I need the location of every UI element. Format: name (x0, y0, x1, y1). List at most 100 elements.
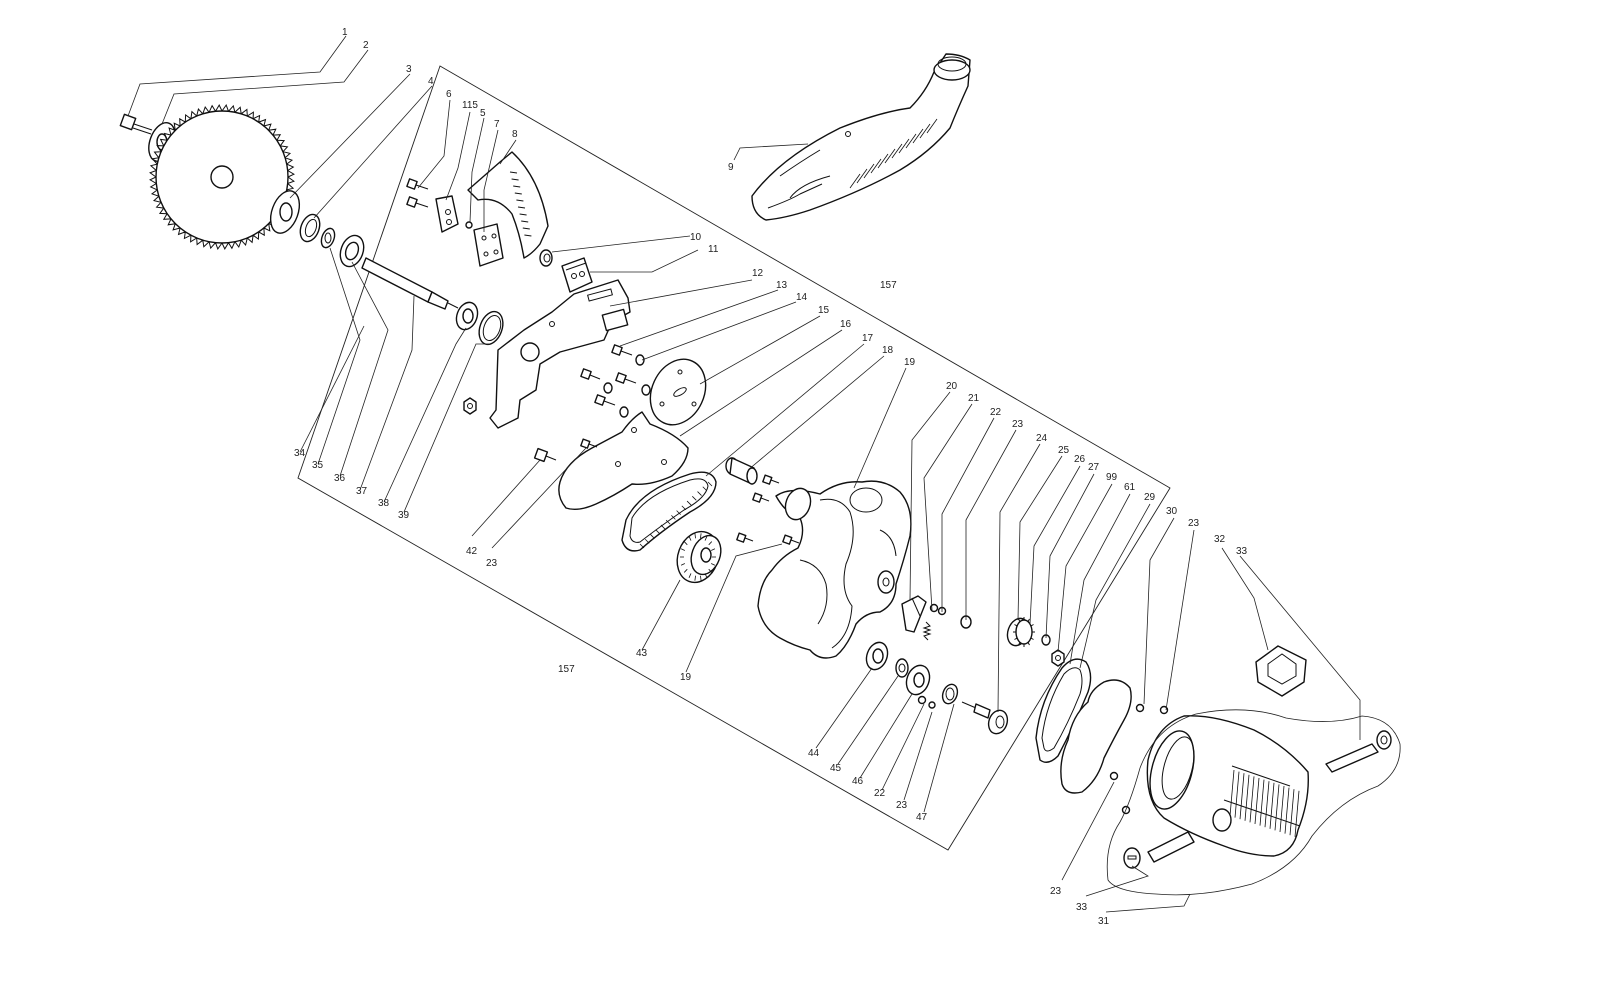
part-45-washer (895, 658, 909, 678)
part-99-nut (1051, 649, 1065, 667)
label-157-bottom: 157 (558, 664, 575, 675)
part-31-motor (1146, 715, 1309, 857)
label-23-right: 23 (1188, 518, 1200, 529)
label-43: 43 (636, 648, 648, 659)
part-14-round-plate (649, 358, 707, 426)
saw-blade (149, 104, 295, 250)
label-23-motor: 23 (1050, 886, 1062, 897)
label-37: 37 (356, 486, 368, 497)
part-9-blade-guard (751, 53, 971, 221)
part-7-plate (473, 223, 504, 267)
part-11-block (561, 257, 593, 293)
part-38-bearing (455, 301, 479, 331)
part-4-snap-ring (299, 213, 321, 243)
part-1-bolt (119, 113, 153, 135)
label-15: 15 (818, 305, 830, 316)
label-99: 99 (1106, 472, 1118, 483)
label-36: 36 (334, 473, 346, 484)
label-25: 25 (1058, 445, 1070, 456)
label-30: 30 (1166, 506, 1178, 517)
label-24: 24 (1036, 433, 1048, 444)
part-30-gasket (1060, 679, 1132, 794)
label-2: 2 (363, 40, 369, 51)
label-13: 13 (776, 280, 788, 291)
part-23-screw-a (580, 438, 598, 449)
part-labels: 1 2 3 4 6 115 5 7 8 9 10 11 12 13 14 15 … (294, 27, 1248, 927)
part-32-brush-cap (1255, 645, 1307, 697)
label-6: 6 (446, 89, 452, 100)
part-21-fitting (929, 603, 947, 616)
part-43-pulley (676, 530, 722, 584)
label-19-bottom: 19 (680, 672, 692, 683)
label-14: 14 (796, 292, 808, 303)
part-18-spindle-pin (725, 457, 758, 485)
label-44: 44 (808, 748, 820, 759)
assembly-frame-157 (297, 65, 1171, 851)
label-26: 26 (1074, 454, 1086, 465)
part-19-screws (736, 474, 800, 545)
leader-lines (127, 35, 1361, 913)
part-22-23-fittings (917, 695, 936, 709)
part-44-bearing (865, 641, 889, 671)
label-9: 9 (728, 162, 734, 173)
label-1: 1 (342, 27, 348, 38)
label-5: 5 (480, 108, 486, 119)
label-31: 31 (1098, 916, 1110, 927)
part-nut (463, 397, 477, 415)
part-35-washer (320, 227, 336, 249)
part-5-pin (465, 221, 473, 229)
part-17-drive-belt (621, 471, 717, 552)
label-22-top: 22 (990, 407, 1002, 418)
part-42-bolt (533, 447, 557, 463)
part-12-mounting-plate (489, 279, 631, 429)
motor-group-outline (1106, 709, 1401, 896)
label-19-top: 19 (904, 357, 916, 368)
part-24-pinion-shaft (961, 701, 1009, 735)
label-8: 8 (512, 129, 518, 140)
part-6-screws (406, 178, 429, 208)
label-20: 20 (946, 381, 958, 392)
label-17: 17 (862, 333, 874, 344)
label-45: 45 (830, 763, 842, 774)
label-4: 4 (428, 76, 434, 87)
label-18: 18 (882, 345, 894, 356)
part-115-bracket (435, 195, 459, 233)
part-46-bearing (905, 664, 931, 696)
label-29: 29 (1144, 492, 1156, 503)
part-29-motor-belt (1035, 658, 1092, 763)
part-47-ring (941, 683, 959, 705)
part-13-screws (580, 344, 651, 418)
part-3-inner-flange (269, 190, 301, 234)
label-61: 61 (1124, 482, 1136, 493)
label-23-bottom: 23 (896, 800, 908, 811)
label-47: 47 (916, 812, 928, 823)
label-23-left: 23 (486, 558, 498, 569)
gearbox-housing (757, 480, 912, 659)
label-38: 38 (378, 498, 390, 509)
label-27: 27 (1088, 462, 1100, 473)
label-21: 21 (968, 393, 980, 404)
label-35: 35 (312, 460, 324, 471)
label-16: 16 (840, 319, 852, 330)
part-36-bearing (339, 234, 365, 268)
label-7: 7 (494, 119, 500, 130)
label-46: 46 (852, 776, 864, 787)
label-115: 115 (462, 100, 478, 111)
label-39: 39 (398, 510, 410, 521)
label-32: 32 (1214, 534, 1226, 545)
part-26-gear (1006, 617, 1035, 647)
label-12: 12 (752, 268, 764, 279)
label-157-top: 157 (880, 280, 897, 291)
part-20-lever (901, 595, 932, 641)
label-42: 42 (466, 546, 478, 557)
part-8-scale-plate (467, 151, 549, 259)
label-33-bottom: 33 (1076, 902, 1088, 913)
label-34: 34 (294, 448, 306, 459)
part-10-knob (539, 249, 553, 267)
label-23-top: 23 (1012, 419, 1024, 430)
part-33-carbon-brush-upper (1325, 730, 1392, 773)
label-33-top: 33 (1236, 546, 1248, 557)
part-16-guard-plate (558, 411, 689, 511)
label-11: 11 (708, 244, 719, 255)
